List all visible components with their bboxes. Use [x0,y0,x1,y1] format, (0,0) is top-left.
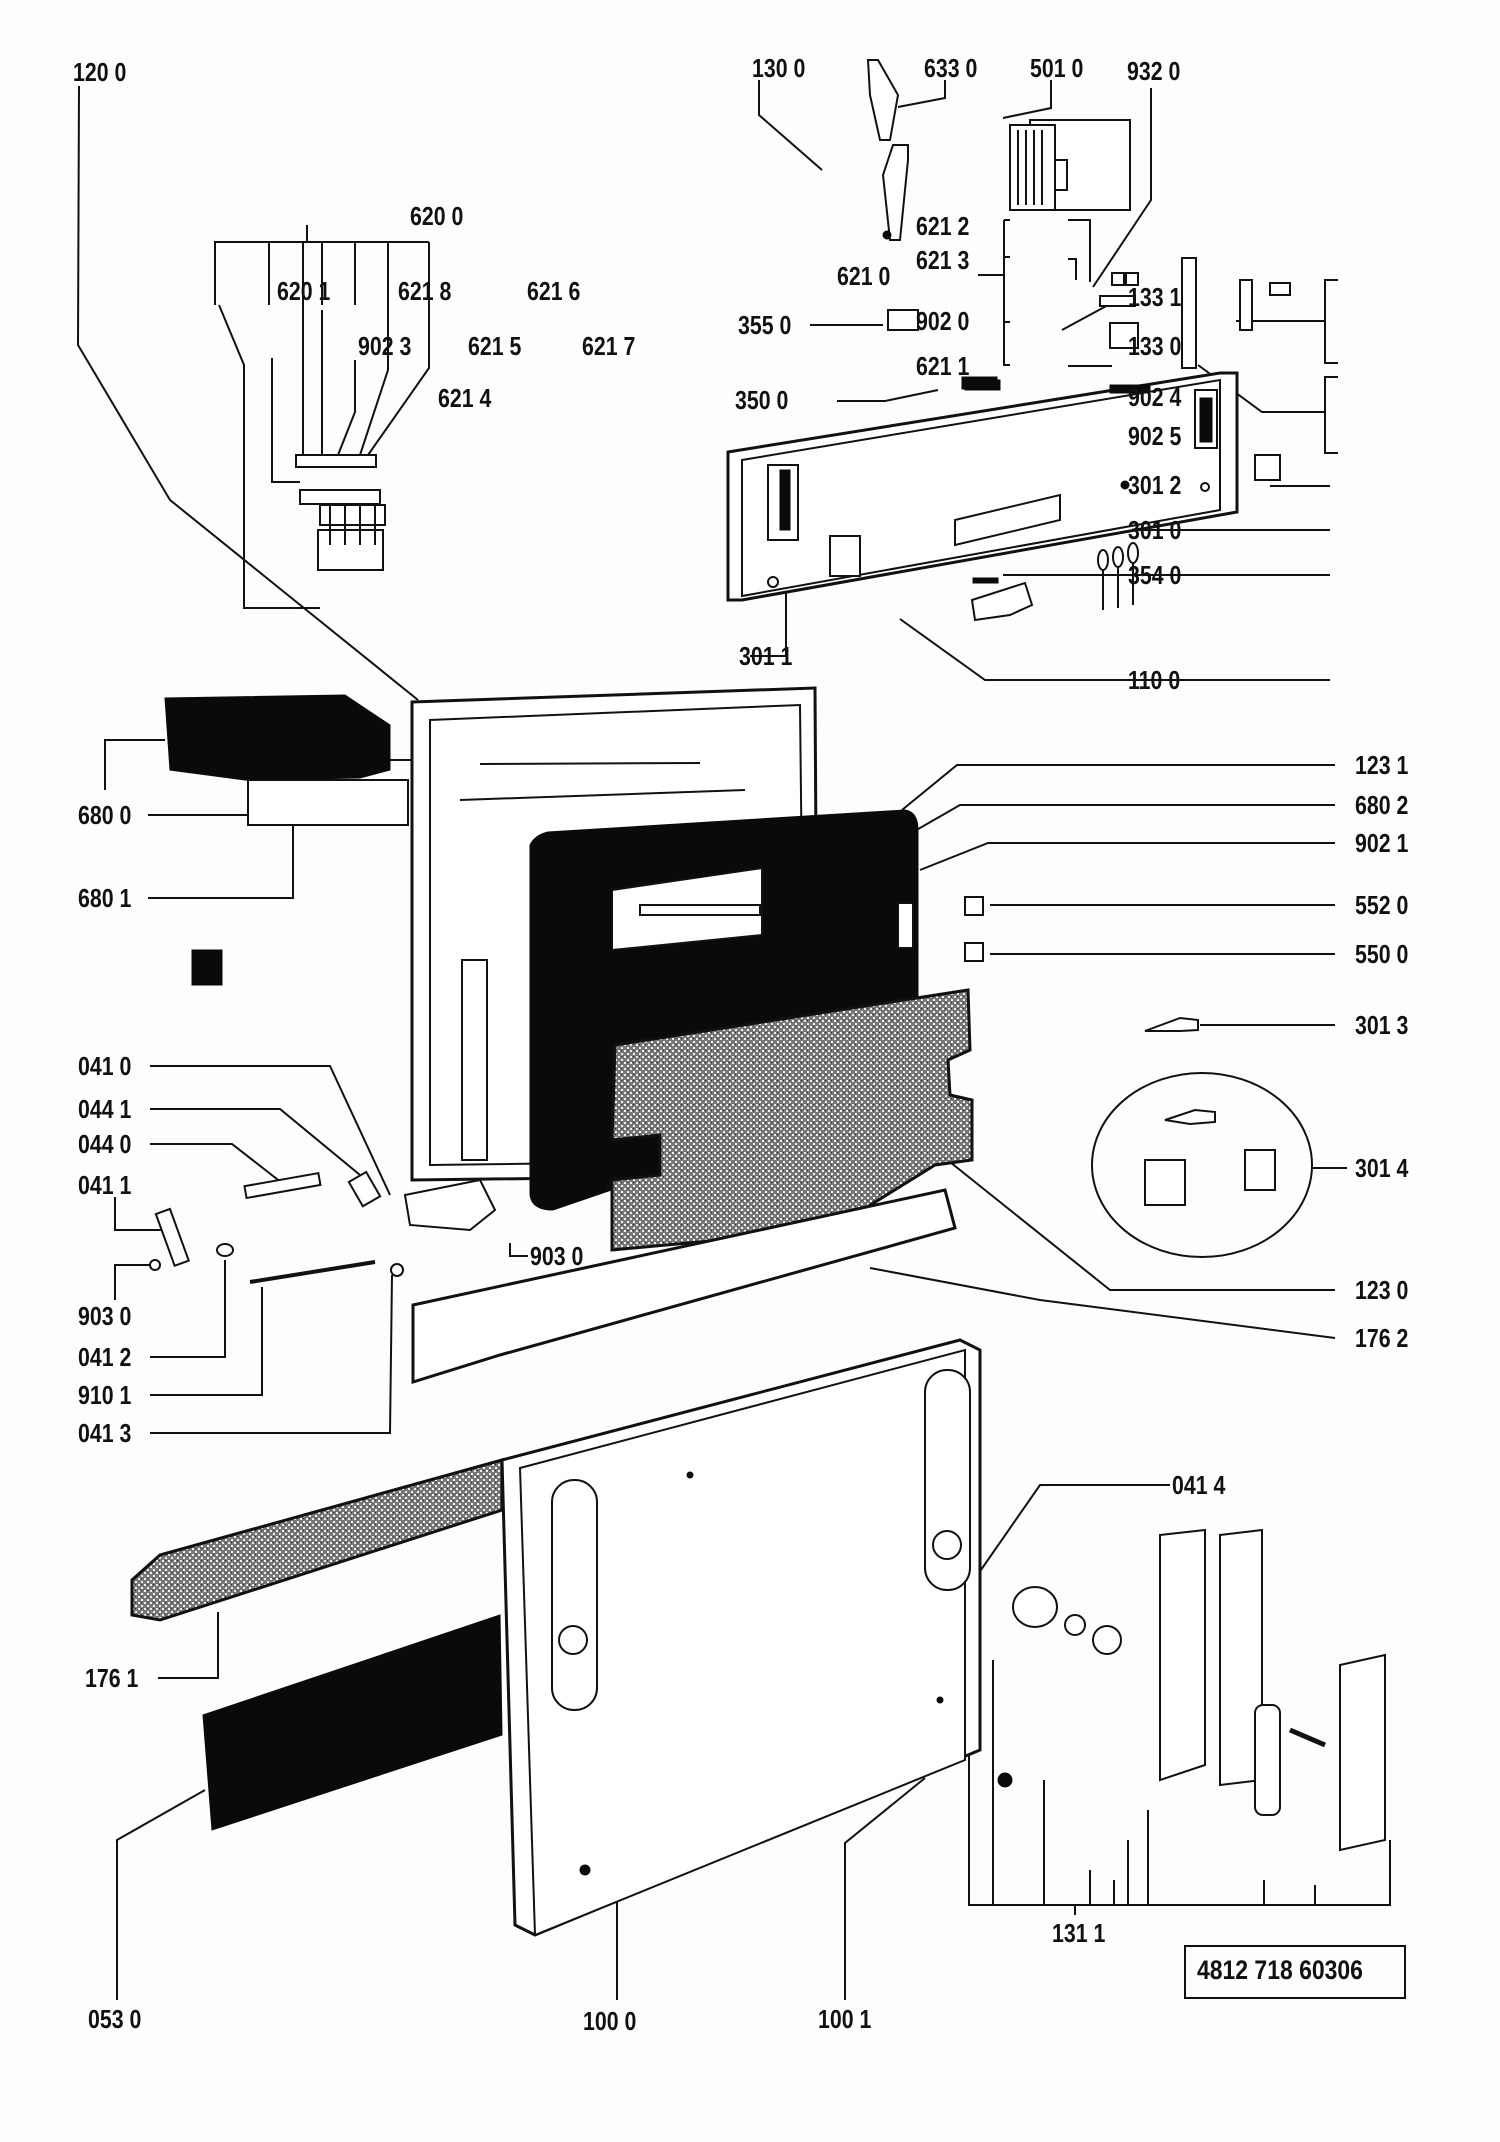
part-label-6201: 620 1 [277,276,331,306]
part-label-9020: 902 0 [916,306,970,336]
part-label-1761: 176 1 [85,1663,139,1693]
part-label-6217: 621 7 [582,331,636,361]
clips-part [897,896,984,962]
switch-block-part [295,454,386,571]
electronic-module-part [164,694,412,986]
part-label-3014: 301 4 [1355,1153,1409,1183]
small-parts-top-right [887,257,1291,622]
part-label-9024: 902 4 [1128,382,1182,412]
part-label-5500: 550 0 [1355,939,1409,969]
part-label-0441: 044 1 [78,1094,132,1124]
document-number: 4812 718 60306 [1197,1955,1363,1985]
part-label-3011: 301 1 [739,641,793,671]
part-label-0413: 041 3 [78,1418,132,1448]
part-label-0410: 041 0 [78,1051,132,1081]
part-label-1001: 100 1 [818,2004,872,2034]
outer-door-panel [500,1338,982,1937]
part-label-9025: 902 5 [1128,421,1182,451]
control-panel-part [726,371,1239,602]
part-label-1230: 123 0 [1355,1275,1409,1305]
part-label-9030-left: 903 0 [78,1301,132,1331]
part-label-1231: 123 1 [1355,750,1409,780]
part-label-9023: 902 3 [358,331,412,361]
part-label-1200: 120 0 [73,57,127,87]
part-label-5010: 501 0 [1030,53,1084,83]
part-label-6210: 621 0 [837,261,891,291]
part-label-1330: 133 0 [1128,331,1182,361]
key-part [1144,1016,1199,1032]
part-label-3550: 355 0 [738,310,792,340]
part-label-1300: 130 0 [752,53,806,83]
hinge-set-part [1012,1528,1386,1852]
part-label-0530: 053 0 [88,2004,142,2034]
part-label-0411: 041 1 [78,1170,132,1200]
document-number-box [1184,1945,1406,1999]
part-label-9021: 902 1 [1355,828,1409,858]
part-label-3540: 354 0 [1128,560,1182,590]
insulation-panel-stippled [610,988,974,1252]
part-label-6215: 621 5 [468,331,522,361]
hinge-linkage-parts [149,959,497,1284]
screw-part [997,1772,1013,1788]
part-label-0412: 041 2 [78,1342,132,1372]
part-label-1000: 100 0 [583,2006,637,2036]
part-label-9320: 932 0 [1127,56,1181,86]
part-label-1331: 133 1 [1128,282,1182,312]
part-label-1100: 110 0 [1128,665,1181,695]
part-label-6216: 621 6 [527,276,581,306]
part-label-3010: 301 0 [1128,515,1182,545]
part-label-1762: 176 2 [1355,1323,1409,1353]
part-label-0440: 044 0 [78,1129,132,1159]
lever-part [881,144,909,241]
part-label-3013: 301 3 [1355,1010,1409,1040]
part-label-6802: 680 2 [1355,790,1409,820]
stippled-bar-part [130,1458,504,1622]
part-label-1311: 131 1 [1052,1918,1106,1948]
part-label-6200: 620 0 [410,201,464,231]
part-label-5520: 552 0 [1355,890,1409,920]
timer-part [1009,119,1131,211]
part-label-6800: 680 0 [78,800,132,830]
part-label-9101: 910 1 [78,1380,132,1410]
part-label-6211: 621 1 [916,351,970,381]
part-label-6801: 680 1 [78,883,132,913]
part-label-6214: 621 4 [438,383,492,413]
bottom-rail-part [411,1188,957,1385]
part-label-6212: 621 2 [916,211,970,241]
part-label-3500: 350 0 [735,385,789,415]
part-label-6330: 633 0 [924,53,978,83]
part-label-0414: 041 4 [1172,1470,1226,1500]
part-label-3012: 301 2 [1128,470,1182,500]
lamp-part [866,59,900,141]
part-label-9030-mid: 903 0 [530,1241,584,1271]
part-label-6218: 621 8 [398,276,452,306]
part-label-6213: 621 3 [916,245,970,275]
detail-circle-part [1091,1072,1313,1258]
black-bar-part [202,1614,503,1831]
